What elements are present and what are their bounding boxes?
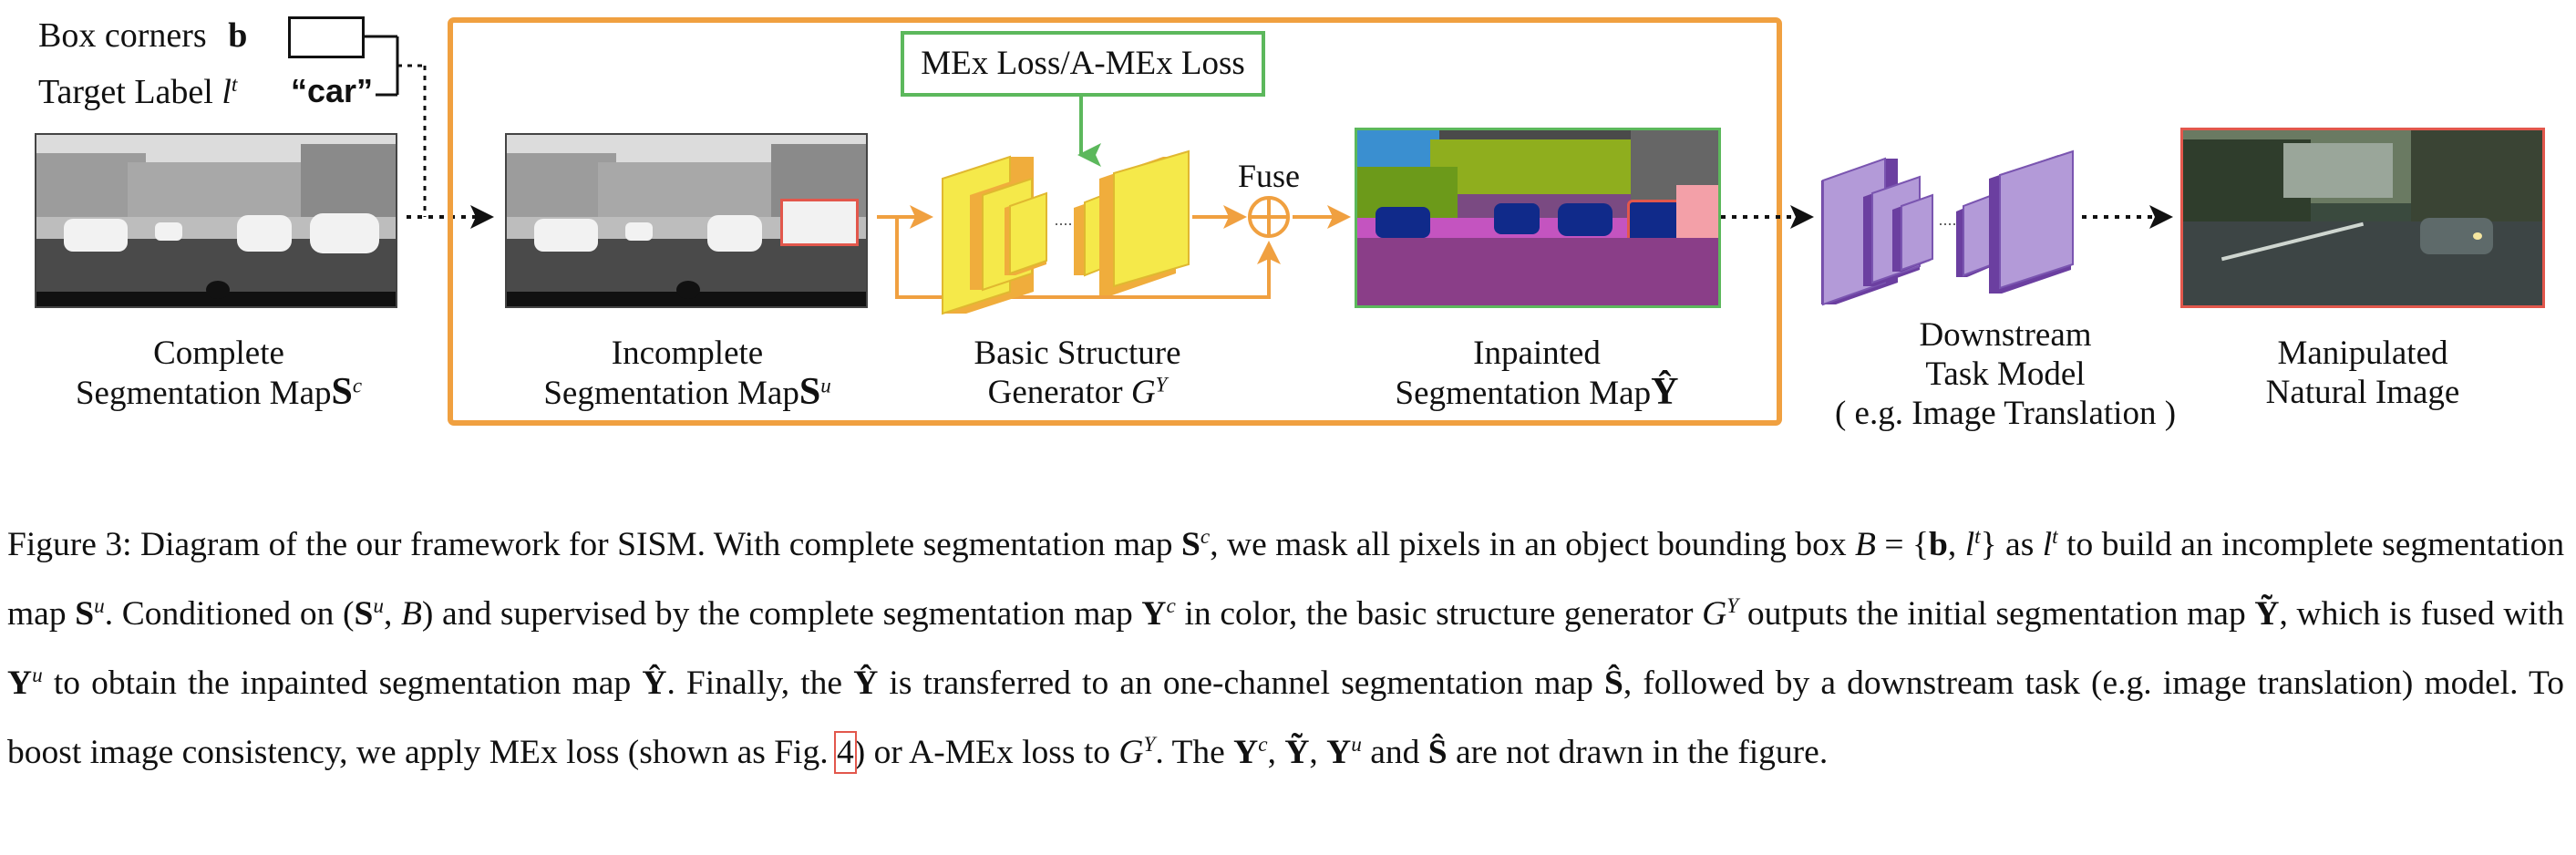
legend-target-label-text: Target Label <box>38 73 213 111</box>
caption-text: Diagram of the our framework for SISM. W… <box>139 526 1173 563</box>
label-manipulated: Manipulated Natural Image <box>2180 334 2545 412</box>
fuse-label: Fuse <box>1237 158 1300 194</box>
label-complete: Complete Segmentation MapSc <box>18 334 419 413</box>
label-complete-symbol: S <box>331 371 353 413</box>
caption-text: outputs the initial segmentation map <box>1747 595 2246 633</box>
label-generator-line1: Basic Structure <box>974 335 1181 372</box>
complete-segmentation-map-image <box>35 133 397 308</box>
label-inpainted-line1: Inpainted <box>1473 335 1601 372</box>
incomplete-segmentation-map-image <box>505 133 868 308</box>
label-inpainted-line2: Segmentation Map <box>1395 375 1652 412</box>
label-manipulated-line2: Natural Image <box>2265 374 2460 411</box>
label-incomplete-line2: Segmentation Map <box>543 375 799 412</box>
label-downstream-line1: Downstream <box>1919 316 2092 354</box>
legend-box-corners-text: Box corners <box>38 16 207 55</box>
label-incomplete: Incomplete Segmentation MapSu <box>487 334 888 413</box>
label-generator-sup: Y <box>1155 373 1168 397</box>
caption-text: . Finally, the <box>666 664 843 702</box>
legend-target-label-sup: t <box>231 73 238 98</box>
label-incomplete-sup: u <box>820 374 831 397</box>
label-inpainted-symbol: Ŷ <box>1651 371 1679 413</box>
caption-text: in color, the basic structure generator <box>1184 595 1694 633</box>
label-downstream-line2: Task Model <box>1925 355 2086 393</box>
caption-text: . Conditioned on ( <box>104 595 355 633</box>
fuse-operator <box>1248 196 1290 238</box>
caption-text: and <box>1370 734 1420 771</box>
manipulated-natural-image <box>2180 128 2545 308</box>
legend-bracket <box>365 35 427 217</box>
masked-bounding-box <box>780 199 859 246</box>
caption-text: ) or A-MEx loss to <box>853 734 1110 771</box>
legend-target-label: Target Label lt <box>38 73 237 112</box>
caption-text: , which is fused with <box>2279 595 2565 633</box>
downstream-decoder-blocks <box>1956 149 2074 294</box>
generator-encoder-blocks <box>942 155 1047 315</box>
label-incomplete-symbol: S <box>799 371 821 413</box>
caption-text: is transferred to an one-channel segment… <box>889 664 1593 702</box>
caption-text: to obtain the inpainted segmentation map <box>53 664 632 702</box>
label-complete-line2: Segmentation Map <box>75 375 332 412</box>
legend-box-icon <box>288 16 365 58</box>
label-generator: Basic Structure Generator GY <box>922 334 1232 412</box>
legend-box-corners: Box corners b <box>38 16 247 56</box>
figure-caption: Figure 3: Diagram of the our framework f… <box>7 525 2565 774</box>
inpainted-segmentation-map-image <box>1355 128 1721 308</box>
caption-text: are not drawn in the figure. <box>1456 734 1829 771</box>
skip-connection <box>895 217 1281 299</box>
caption-figure-label: Figure 3: <box>7 526 132 563</box>
label-manipulated-line1: Manipulated <box>2277 335 2448 372</box>
label-downstream: Downstream Task Model ( e.g. Image Trans… <box>1768 315 2242 433</box>
caption-text: , followed by a downstream task (e.g. im… <box>7 664 2565 771</box>
figure-reference-link[interactable]: 4 <box>834 731 857 774</box>
label-complete-line1: Complete <box>153 335 284 372</box>
legend-box-corners-symbol: b <box>228 16 248 55</box>
label-generator-symbol: G <box>1130 374 1156 411</box>
loss-box <box>901 31 1265 97</box>
caption-text: . The <box>1155 734 1225 771</box>
caption-text: as <box>2005 526 2035 563</box>
caption-text: , we mask all pixels in an object boundi… <box>1210 526 1847 563</box>
diagram-connectors <box>365 17 2173 426</box>
framework-box <box>448 17 1782 426</box>
label-inpainted: Inpainted Segmentation MapŶ <box>1336 334 1737 413</box>
caption-text: ) and supervised by the complete segment… <box>421 595 1133 633</box>
caption-text: to build an incomplete segmentation map <box>7 526 2565 633</box>
label-complete-sup: c <box>352 374 363 397</box>
downstream-encoder-blocks <box>1821 157 1933 306</box>
legend-target-label-symbol: l <box>222 73 232 111</box>
generator-decoder-blocks <box>1074 149 1190 295</box>
label-downstream-line3: ( e.g. Image Translation ) <box>1834 395 2177 432</box>
label-generator-line2: Generator <box>987 374 1123 411</box>
loss-box-label: MEx Loss/A-MEx Loss <box>921 45 1245 82</box>
legend-target-example: “car” <box>290 72 374 109</box>
label-incomplete-line1: Incomplete <box>611 335 764 372</box>
